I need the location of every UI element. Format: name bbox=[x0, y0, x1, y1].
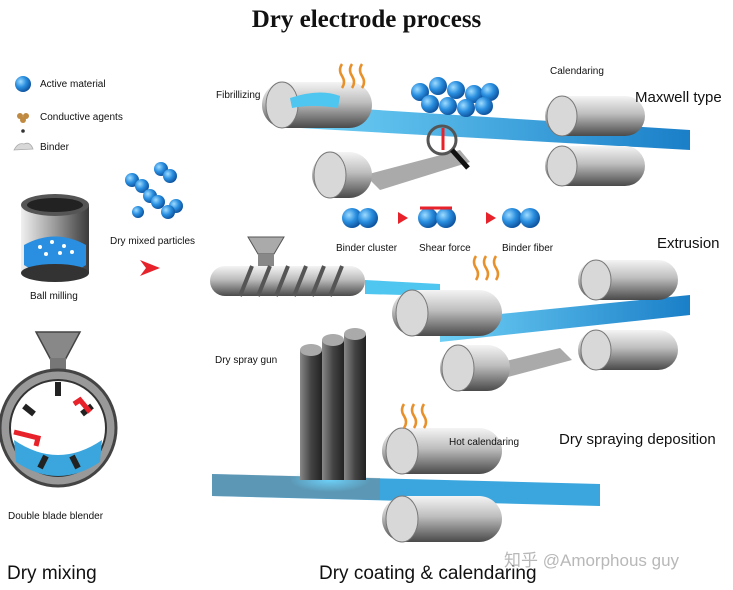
watermark: 知乎 @Amorphous guy bbox=[504, 551, 680, 570]
shear-force-label: Shear force bbox=[419, 243, 471, 254]
dry-spraying-line bbox=[212, 328, 600, 543]
legend-active-label: Active material bbox=[40, 79, 106, 90]
page-title: Dry electrode process bbox=[251, 6, 482, 33]
dry-mixed-particles-icon bbox=[125, 162, 183, 219]
binder-transformation-icons bbox=[342, 206, 540, 228]
conductive-agents-icon bbox=[17, 113, 29, 123]
ball-milling-jar-icon bbox=[21, 194, 89, 282]
dry-coating-caption: Dry coating & calendaring bbox=[319, 563, 537, 584]
binder-cluster-label: Binder cluster bbox=[336, 243, 398, 254]
active-material-icon bbox=[15, 76, 31, 92]
calendaring-label: Calendaring bbox=[550, 66, 604, 77]
double-blade-blender-icon bbox=[0, 331, 118, 488]
blade-label: Blade bbox=[48, 439, 69, 448]
dry-mixing-caption: Dry mixing bbox=[7, 563, 97, 584]
binder-icon bbox=[13, 142, 34, 151]
maxwell-line bbox=[262, 63, 690, 199]
extrusion-heading: Extrusion bbox=[657, 235, 720, 252]
maxwell-heading: Maxwell type bbox=[635, 89, 722, 106]
ball-milling-label: Ball milling bbox=[30, 291, 78, 302]
extrusion-line bbox=[210, 236, 690, 392]
black-dot-icon bbox=[21, 129, 25, 133]
fibrillizing-label: Fibrillizing bbox=[216, 90, 261, 101]
hot-calendaring-label: Hot calendaring bbox=[449, 437, 520, 448]
dry-mixed-label: Dry mixed particles bbox=[110, 236, 196, 247]
arrow-right-icon bbox=[140, 260, 160, 276]
dry-spraying-heading: Dry spraying deposition bbox=[559, 431, 716, 448]
dry-spray-gun-label: Dry spray gun bbox=[215, 355, 278, 366]
legend-binder-label: Binder bbox=[40, 142, 69, 153]
legend-conductive-label: Conductive agents bbox=[40, 112, 123, 123]
double-blade-label: Double blade blender bbox=[8, 511, 104, 522]
binder-fiber-label: Binder fiber bbox=[502, 243, 554, 254]
